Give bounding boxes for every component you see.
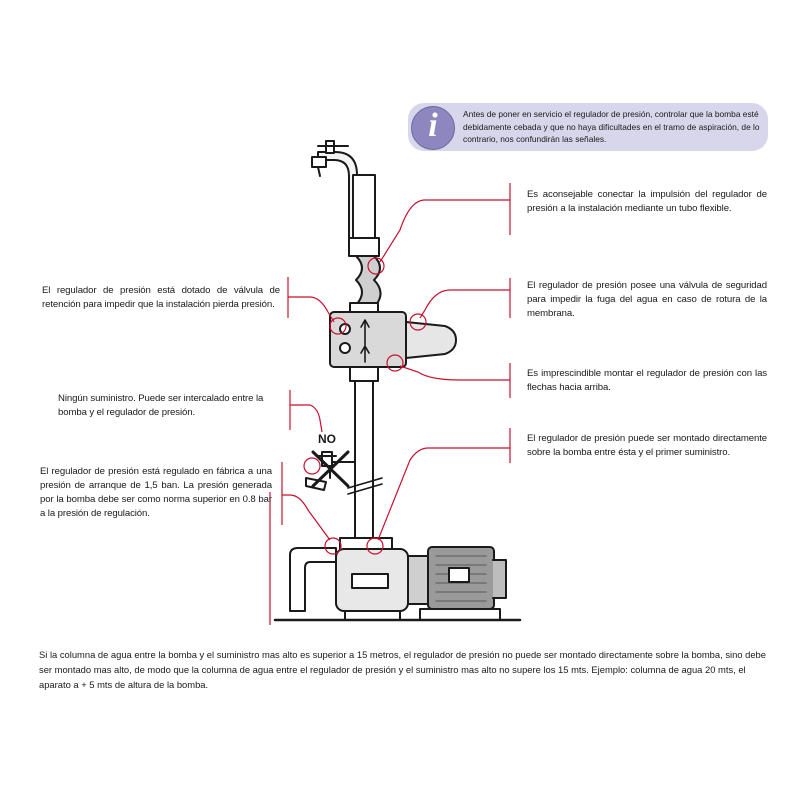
note-flexible-tube: Es aconsejable conectar la impulsión del…: [527, 189, 767, 214]
info-text: Antes de poner en servicio el regulador …: [463, 109, 760, 144]
note-check-valve: El regulador de presión está dotado de v…: [42, 285, 280, 310]
info-icon: [411, 106, 455, 150]
note-factory-set: El regulador de presión está regulado en…: [40, 466, 272, 519]
pump-icon: [289, 537, 507, 621]
info-icon-glyph: i: [428, 107, 438, 144]
note-arrows-up: Es imprescindible montar el regulador de…: [527, 368, 767, 393]
bottom-note: Si la columna de agua entre la bomba y e…: [39, 649, 766, 690]
note-mount-on-pump: El regulador de presión puede ser montad…: [527, 433, 767, 458]
note-safety-valve: El regulador de presión posee una válvul…: [527, 280, 767, 319]
pressure-regulator: [329, 302, 457, 382]
info-box: [408, 103, 768, 151]
prohibited-cross: [311, 450, 350, 488]
no-label: NO: [318, 432, 336, 446]
faucet-icon: [311, 140, 358, 239]
note-no-supply: Ningún suministro. Puede ser intercalado…: [58, 393, 264, 418]
